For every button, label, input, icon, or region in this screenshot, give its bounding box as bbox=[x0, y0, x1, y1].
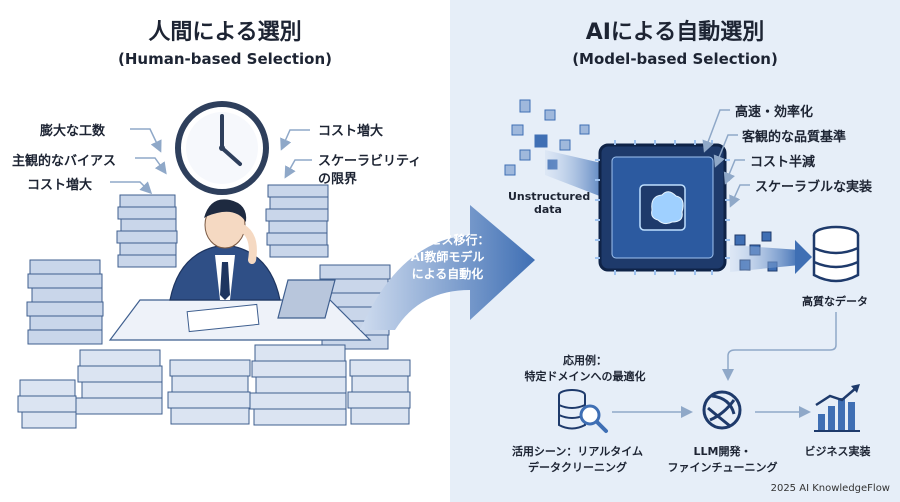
flow-label-cleaning-line-2: データクリーニング bbox=[528, 461, 627, 474]
openai-knot-icon bbox=[702, 390, 742, 430]
clock-icon bbox=[175, 101, 269, 195]
stressed-worker bbox=[108, 199, 372, 341]
input-label-line-2: data bbox=[534, 203, 562, 216]
issue-label-limit: の限界 bbox=[318, 172, 358, 187]
transition-line-1: プロセス移行： bbox=[405, 233, 490, 247]
right-title: AIによる自動選別 bbox=[585, 20, 765, 45]
issue-label-scalability: スケーラビリティ bbox=[318, 154, 422, 169]
benefit-quality: 客観的な品質基準 bbox=[742, 130, 847, 145]
flow-label-cleaning-line-1: 活用シーン：リアルタイム bbox=[511, 445, 644, 458]
flow-label-llm: LLM開発・ ファインチューニング bbox=[665, 443, 780, 475]
flow-label-llm-line-2: ファインチューニング bbox=[667, 461, 778, 474]
input-label-line-1: Unstructured bbox=[508, 190, 591, 203]
application-label: 応用例： 特定ドメインへの最適化 bbox=[515, 352, 655, 384]
right-subtitle: (Model-based Selection) bbox=[572, 50, 778, 68]
benefit-scalable: スケーラブルな実装 bbox=[755, 180, 873, 195]
database-search-icon bbox=[558, 389, 608, 433]
transition-line-2: AI教師モデル bbox=[410, 250, 485, 264]
left-subtitle: (Human-based Selection) bbox=[118, 50, 332, 68]
issue-label-cost-left: コスト増大 bbox=[27, 178, 93, 193]
flow-label-business: ビジネス実装 bbox=[804, 445, 871, 458]
output-arrow-head bbox=[795, 240, 812, 274]
benefit-pointers bbox=[702, 109, 750, 208]
flow-label-cleaning: 活用シーン：リアルタイム データクリーニング bbox=[505, 443, 650, 475]
footer-credit: 2025 AI KnowledgeFlow bbox=[770, 483, 890, 494]
paper-stacks bbox=[17, 184, 411, 429]
transition-line-3: による自動化 bbox=[411, 267, 484, 281]
application-connector bbox=[722, 312, 837, 381]
ai-chip-icon bbox=[595, 140, 730, 275]
output-label: 高質なデータ bbox=[802, 295, 868, 308]
bar-chart-icon bbox=[814, 384, 860, 432]
issue-label-workload: 膨大な工数 bbox=[40, 124, 106, 139]
input-label: Unstructured data bbox=[508, 190, 591, 216]
database-icon bbox=[812, 225, 860, 283]
application-label-line-1: 応用例： bbox=[563, 354, 607, 367]
transition-text: プロセス移行： AI教師モデル による自動化 bbox=[395, 232, 500, 283]
output-beam bbox=[730, 245, 800, 272]
benefit-speed: 高速・効率化 bbox=[735, 105, 814, 120]
benefit-cost: コスト半減 bbox=[750, 155, 816, 170]
application-label-line-2: 特定ドメインへの最適化 bbox=[524, 370, 646, 383]
transition-arrow bbox=[360, 205, 535, 330]
issue-pointers-left bbox=[110, 128, 312, 195]
left-title: 人間による選別 bbox=[148, 20, 302, 45]
issue-label-bias: 主観的なバイアス bbox=[12, 154, 117, 169]
input-beam bbox=[545, 150, 610, 200]
issue-label-cost-right: コスト増大 bbox=[318, 124, 384, 139]
flow-label-llm-line-1: LLM開発・ bbox=[693, 445, 752, 458]
